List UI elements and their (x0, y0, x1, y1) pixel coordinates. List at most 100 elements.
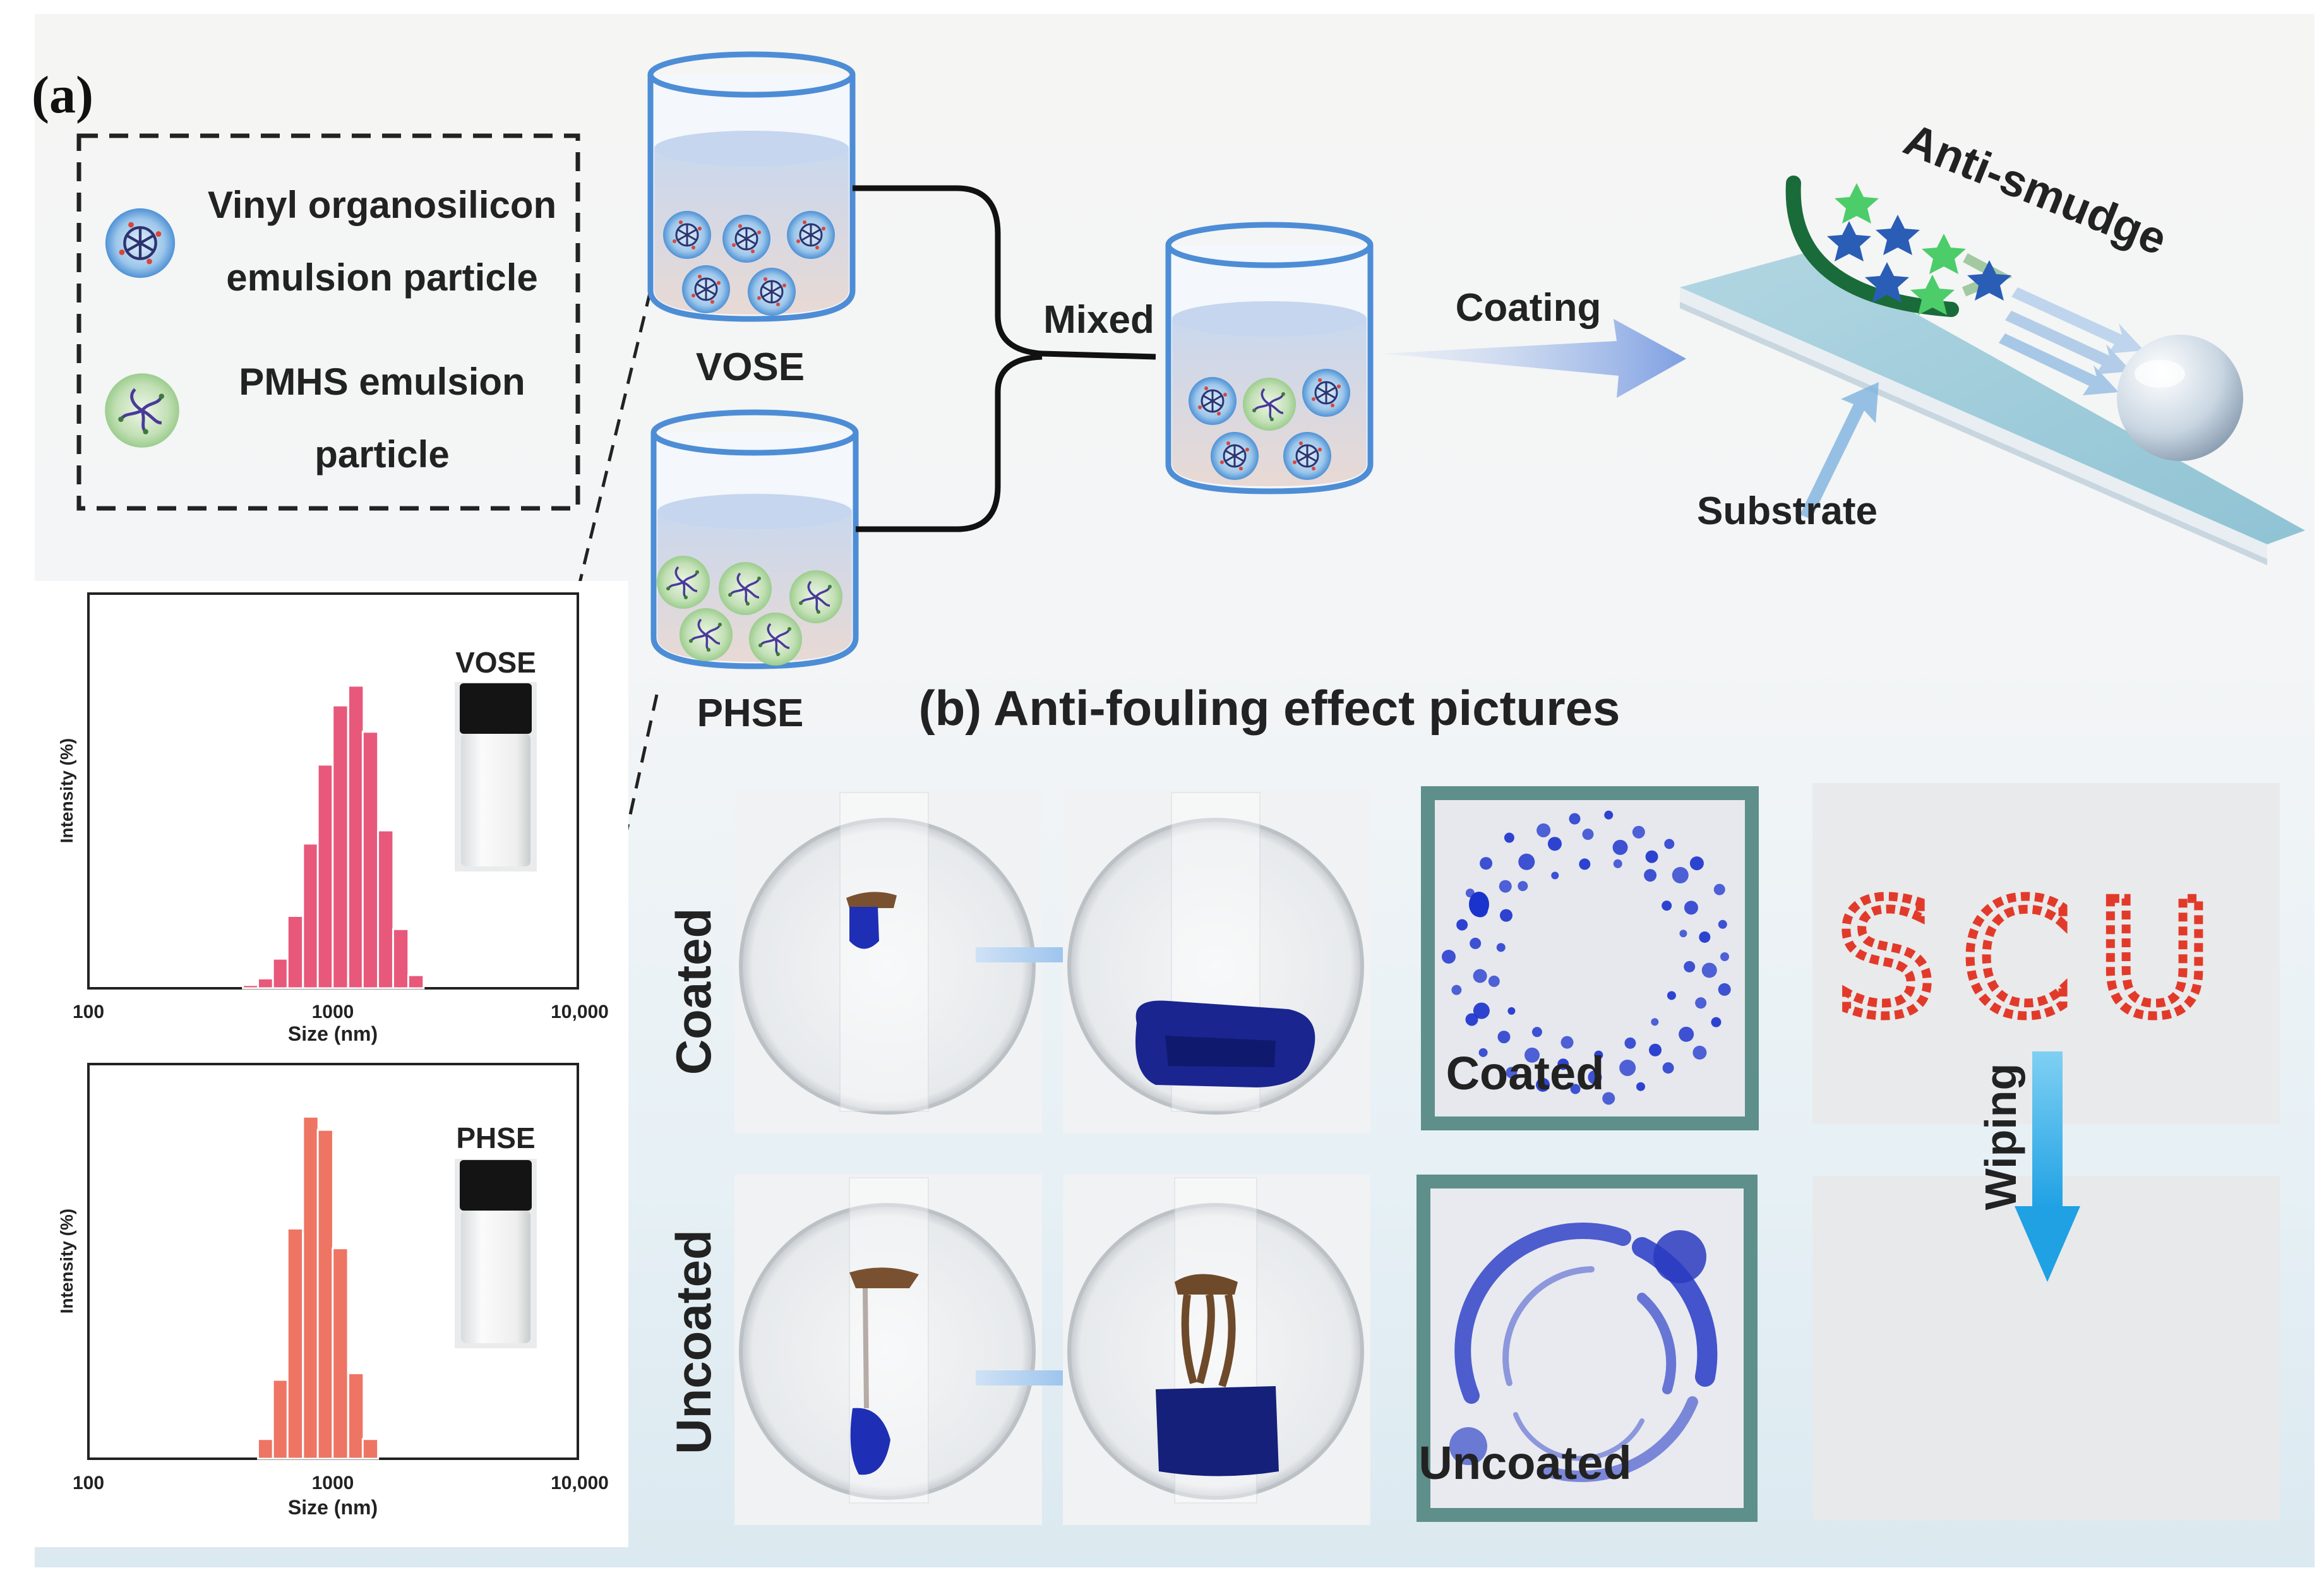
vose-vial-photo (455, 682, 537, 871)
phse-bar-5 (332, 1247, 349, 1460)
coated-droplet-33 (1497, 1031, 1511, 1044)
phse-bar-7 (361, 1438, 380, 1460)
coated-droplet-53 (1507, 1007, 1516, 1015)
coated-droplet-55 (1496, 943, 1506, 952)
wiping-arrow-shaft (2032, 1051, 2063, 1209)
coated-droplet-29 (1619, 1059, 1636, 1076)
vose-bar-8 (361, 731, 380, 990)
inset-coated-label: Coated (1446, 1047, 1605, 1099)
legend-vinyl-line1: Vinyl organosilicon (208, 184, 556, 226)
coated-droplet-46 (1699, 931, 1711, 943)
phse-vial-photo (455, 1159, 537, 1348)
coated-droplet-63 (1679, 930, 1687, 938)
coated-dish-after (1063, 789, 1370, 1134)
chart-vose-tick-100: 100 (73, 1002, 104, 1022)
vinyl-particle-icon (105, 208, 175, 278)
coated-droplet-40 (1547, 837, 1562, 851)
coated-droplet-1 (1718, 983, 1731, 996)
coating-arrow (1383, 319, 1686, 398)
chart-phse-tick-10000: 10,000 (551, 1473, 609, 1493)
coated-droplet-48 (1651, 1018, 1659, 1026)
coated-droplet-10 (1478, 1048, 1488, 1057)
row-label-coated: Coated (666, 908, 721, 1075)
wiping-label: Wiping (1976, 1063, 2025, 1211)
chart-vose: Intensity (%) Size (nm) 100 1000 10,000 … (57, 592, 609, 1045)
inset-coated: Coated (1421, 786, 1759, 1130)
uncoated-dish-after (1063, 1175, 1370, 1525)
coated-droplet-58 (1551, 871, 1559, 880)
coated-droplet-61 (1644, 869, 1657, 882)
coated-droplet-52 (1531, 1027, 1542, 1038)
inset-uncoated: Uncoated (1417, 1175, 1758, 1522)
coated-droplet-22 (1664, 839, 1675, 849)
coated-step-arrow (976, 935, 1130, 975)
coated-droplet-7 (1570, 1084, 1581, 1094)
coated-droplet-50 (1594, 1050, 1603, 1060)
substrate-pointer-arrow (1800, 382, 1879, 519)
uncoated-step-arrow (976, 1358, 1130, 1398)
chart-phse-tick-100: 100 (73, 1473, 104, 1493)
substrate-plate (1680, 253, 2305, 565)
coated-droplet-17 (1504, 832, 1514, 843)
coated-droplet-60 (1613, 859, 1622, 868)
coated-droplet-12 (1451, 985, 1462, 995)
vose-bar-2 (272, 957, 289, 990)
coated-droplet-0 (1720, 952, 1729, 961)
coated-droplet-30 (1588, 1070, 1602, 1084)
scu-text: SCU (1836, 867, 2237, 1051)
coated-droplet-8 (1536, 1077, 1550, 1092)
vose-bar-4 (302, 842, 320, 990)
vose-bar-5 (316, 763, 334, 990)
coated-droplet-41 (1582, 829, 1594, 841)
coated-droplet-2 (1711, 1017, 1722, 1027)
coated-droplet-65 (1667, 991, 1676, 1000)
coated-droplet-43 (1645, 850, 1658, 863)
wiping-arrow-head (2015, 1206, 2080, 1282)
coated-droplet-38 (1499, 880, 1512, 893)
vose-bar-9 (377, 829, 395, 990)
vose-bar-1 (256, 977, 275, 990)
coated-droplet-64 (1684, 961, 1696, 973)
coated-droplet-16 (1480, 857, 1493, 870)
coated-droplet-14 (1456, 919, 1468, 931)
coated-large-droplet (1469, 892, 1489, 917)
mixed-label: Mixed (1043, 298, 1154, 342)
vose-bar-0 (242, 984, 260, 990)
coated-droplet-42 (1612, 839, 1628, 855)
coated-droplet-28 (1649, 1043, 1662, 1056)
coated-droplet-34 (1473, 1002, 1490, 1019)
chart-vose-tick-1000: 1000 (312, 1002, 354, 1022)
chart-phse: Intensity (%) Size (nm) 100 1000 10,000 … (57, 1063, 609, 1519)
vose-bar-11 (407, 974, 425, 990)
chart-phse-sample-label: PHSE (456, 1122, 535, 1154)
coated-droplet-20 (1604, 810, 1614, 820)
coated-droplet-54 (1488, 975, 1500, 987)
coated-droplet-23 (1689, 856, 1704, 871)
phse-bar-3 (302, 1115, 320, 1460)
coated-droplet-27 (1679, 1026, 1694, 1042)
legend-pmhs-line1: PMHS emulsion (239, 361, 525, 403)
coated-droplet-9 (1506, 1067, 1518, 1079)
coated-droplet-32 (1524, 1047, 1540, 1063)
coated-droplet-35 (1473, 969, 1487, 983)
coated-droplet-21 (1632, 825, 1645, 839)
coated-droplet-39 (1518, 853, 1535, 870)
water-droplet (2117, 335, 2243, 461)
coated-droplet-11 (1465, 1013, 1478, 1026)
coated-droplet-3 (1692, 1045, 1707, 1060)
vose-bar-7 (347, 685, 365, 990)
coated-droplet-18 (1536, 823, 1551, 837)
panel-a-label: (a) (32, 66, 93, 124)
pmhs-particle-icon (105, 373, 179, 448)
vose-bar-6 (332, 704, 349, 990)
coated-droplet-5 (1636, 1082, 1646, 1091)
coating-label: Coating (1456, 286, 1602, 330)
vose-bar-10 (392, 928, 410, 990)
coated-droplet-25 (1718, 919, 1727, 929)
coated-droplet-59 (1579, 858, 1591, 870)
substrate-label: Substrate (1697, 489, 1878, 533)
phse-bar-1 (272, 1379, 289, 1460)
chart-vose-ylabel: Intensity (%) (57, 738, 76, 843)
coated-droplet-56 (1499, 909, 1512, 922)
chart-vose-tick-10000: 10,000 (551, 1002, 609, 1022)
